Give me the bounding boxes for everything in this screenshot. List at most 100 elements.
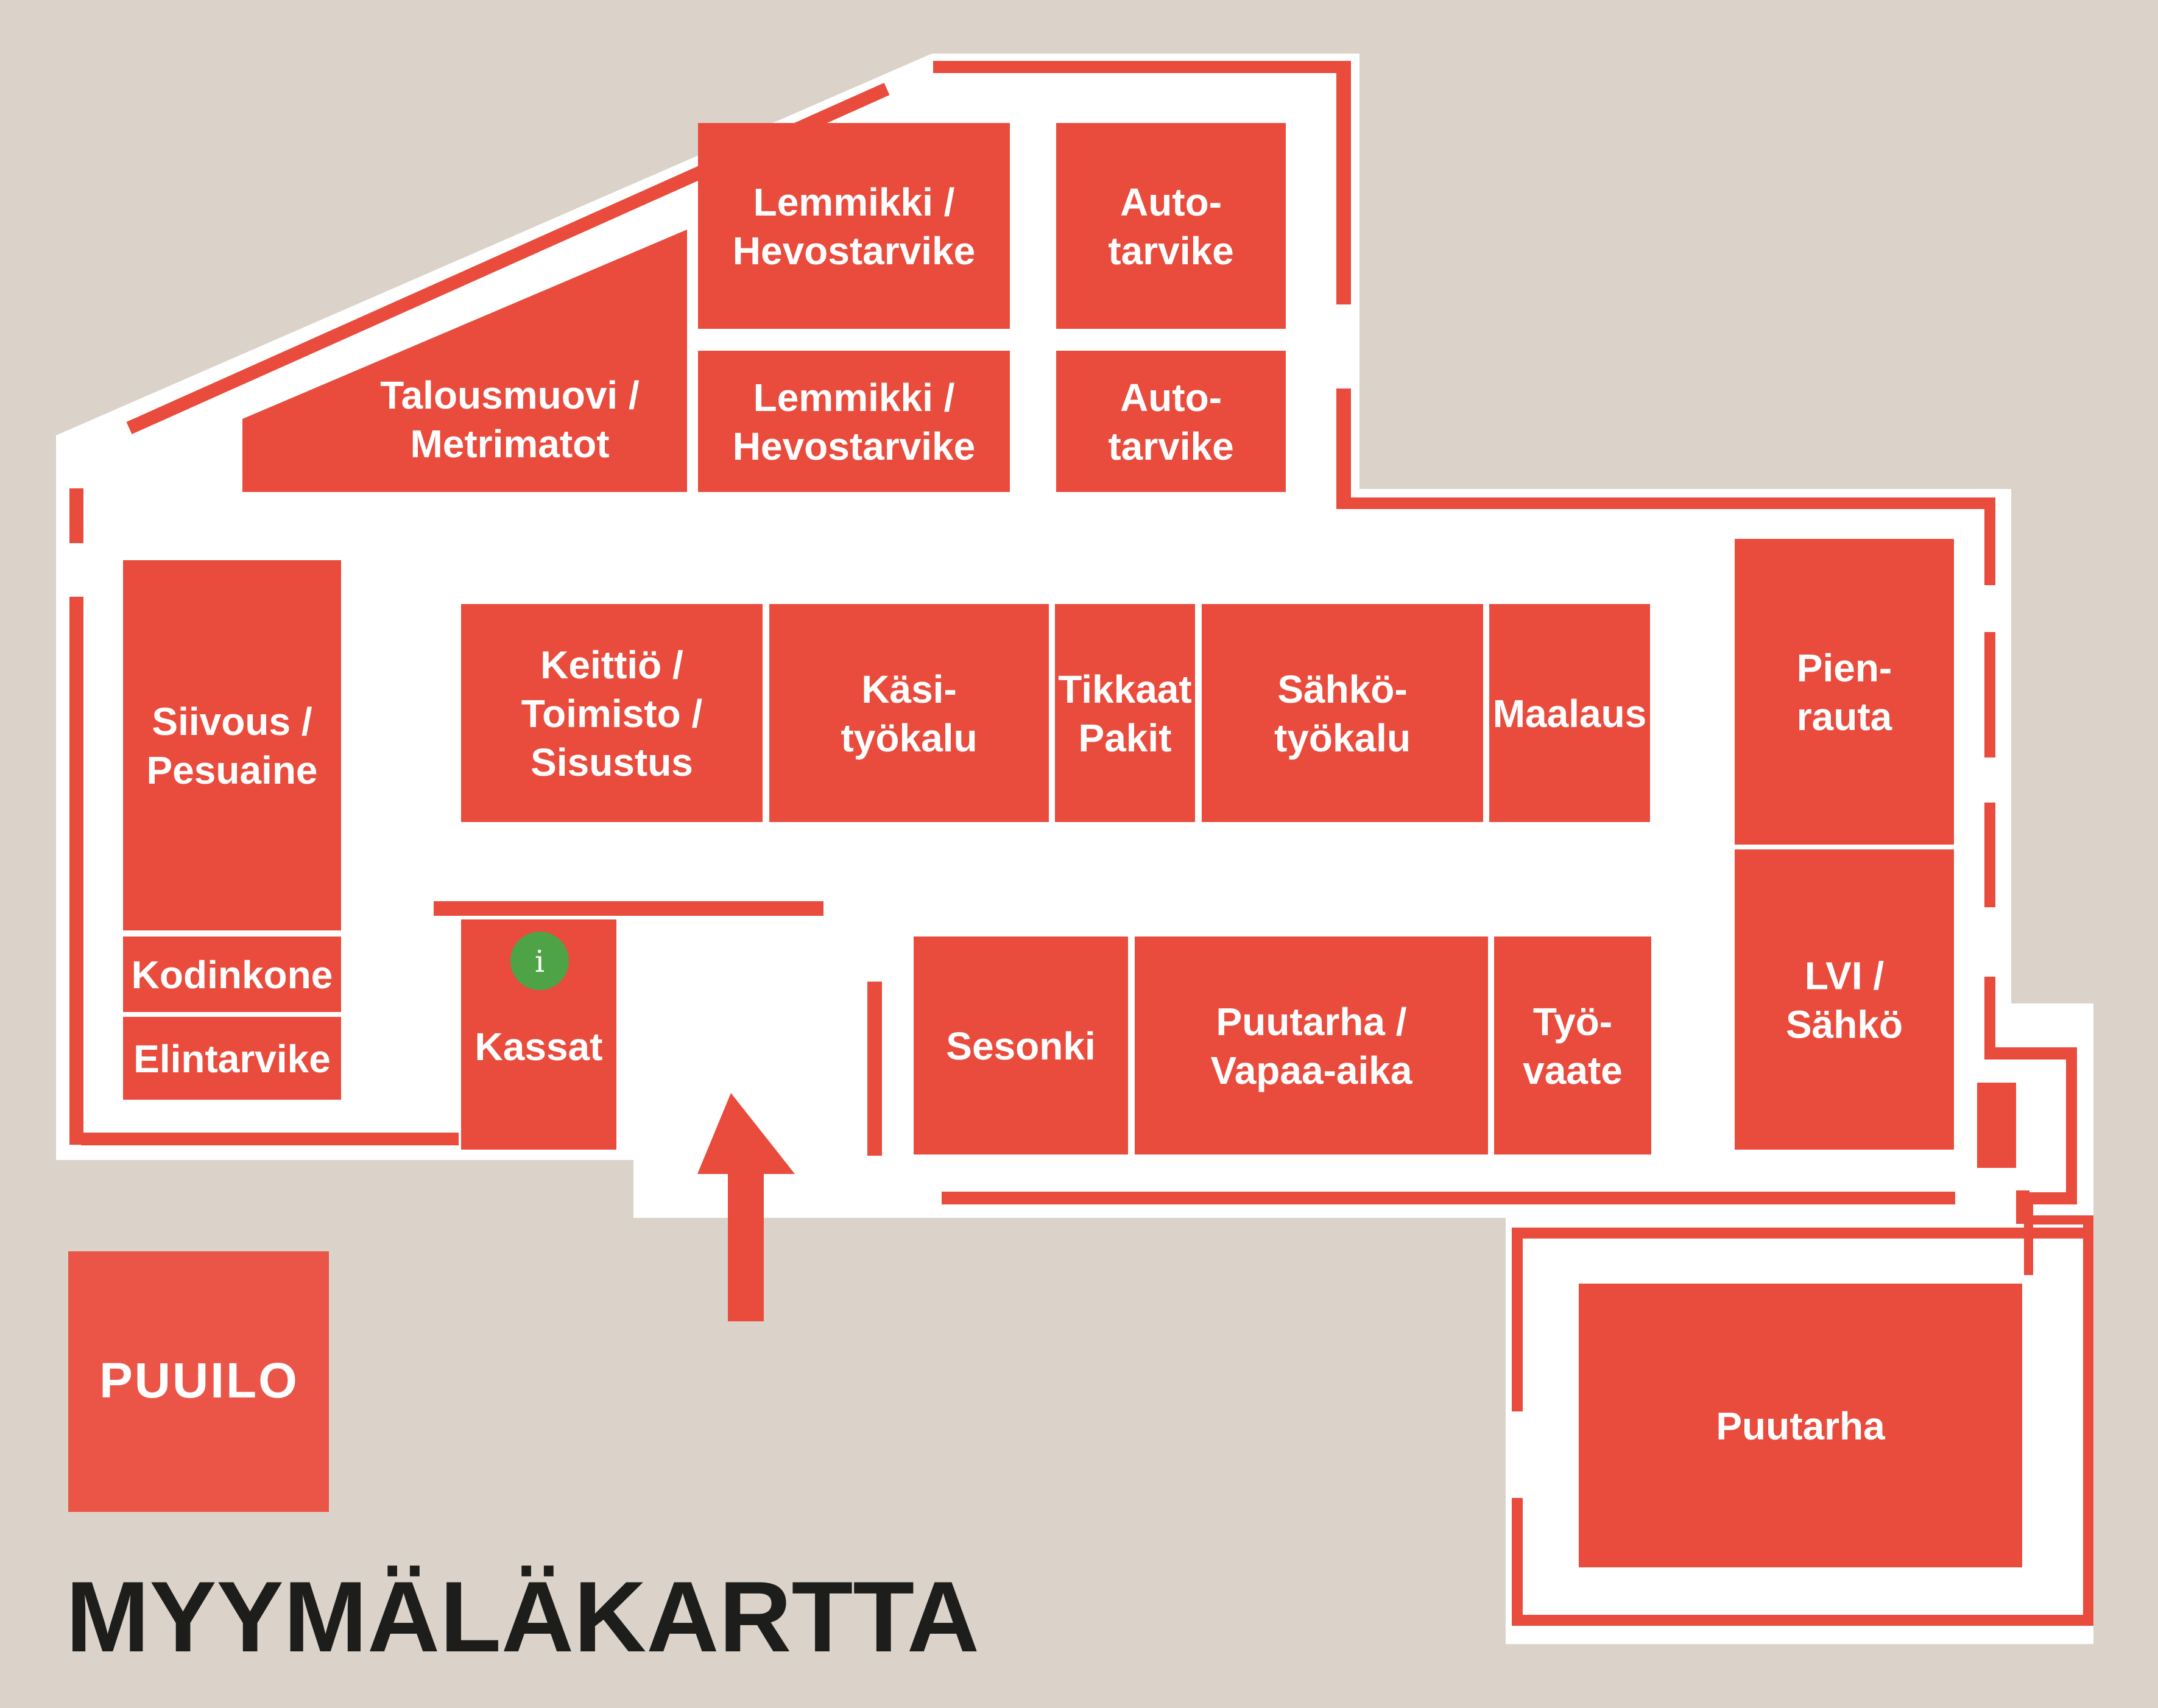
department-label: Sähkö-työkalu bbox=[1274, 667, 1411, 760]
department-label: Maalaus bbox=[1493, 692, 1647, 736]
department-label: Käsi-työkalu bbox=[841, 667, 977, 760]
department-label-line: Kodinkone bbox=[132, 953, 333, 997]
department-area bbox=[1735, 849, 1954, 1150]
department-area bbox=[1489, 604, 1650, 822]
wall-segment bbox=[1336, 497, 1995, 509]
department-label: Kassat bbox=[475, 1025, 603, 1069]
department-area bbox=[461, 604, 763, 822]
department-label: Puutarha / Vapaa-aika bbox=[1211, 1000, 1412, 1092]
department-auto-1[interactable]: Auto-tarvike bbox=[1056, 123, 1286, 329]
department-kasityokalu[interactable]: Käsi-työkalu bbox=[769, 604, 1049, 822]
puuilo-logo: PUUILO bbox=[68, 1251, 329, 1512]
department-keittio[interactable]: Keittiö /Toimisto /Sisustus bbox=[461, 604, 763, 822]
department-label-line: Puutarha bbox=[1716, 1404, 1885, 1448]
department-label-line: Pien- bbox=[1797, 646, 1892, 690]
wall-segment bbox=[1984, 803, 1995, 907]
wall-segment bbox=[69, 488, 83, 543]
department-lemmikki-2[interactable]: Lemmikki /Hevostarvike bbox=[698, 351, 1010, 492]
wall-segment bbox=[1984, 632, 1995, 757]
department-label: LVI / Sähkö bbox=[1786, 954, 1903, 1047]
department-label: Siivous /Pesuaine bbox=[146, 700, 317, 792]
wall-segment bbox=[1977, 1083, 2016, 1168]
wall-segment bbox=[1512, 1228, 2093, 1239]
department-label-line: työkalu bbox=[1274, 716, 1411, 760]
department-label-line: Tikkaat bbox=[1058, 667, 1191, 711]
wall-segment bbox=[933, 61, 1351, 73]
department-pienrauta[interactable]: Pien-rauta bbox=[1735, 539, 1954, 845]
wall-segment bbox=[867, 982, 882, 1156]
wall-segment bbox=[1984, 977, 1995, 1060]
department-tyovaate[interactable]: Työ-vaate bbox=[1494, 937, 1651, 1154]
department-label-line: Auto- bbox=[1120, 180, 1222, 224]
logo-text: PUUILO bbox=[99, 1353, 299, 1408]
wall-segment bbox=[81, 1133, 459, 1145]
department-area bbox=[698, 351, 1010, 492]
department-label: Pien-rauta bbox=[1797, 646, 1892, 739]
department-label-line: rauta bbox=[1797, 695, 1892, 739]
wall-segment bbox=[2024, 1215, 2093, 1225]
department-maalaus[interactable]: Maalaus bbox=[1489, 604, 1650, 822]
map-title: MYYMÄLÄKARTTA bbox=[66, 1561, 979, 1673]
wall-segment bbox=[1336, 388, 1351, 509]
department-label-line: Käsi- bbox=[861, 667, 957, 711]
department-puutarha[interactable]: Puutarha bbox=[1579, 1284, 2022, 1567]
department-sahkotyokalu[interactable]: Sähkö-työkalu bbox=[1202, 604, 1483, 822]
department-label-line: Lemmikki / bbox=[753, 180, 955, 224]
department-label: Puutarha bbox=[1716, 1404, 1885, 1448]
department-area bbox=[123, 560, 341, 930]
wall-segment bbox=[2016, 1190, 2029, 1224]
department-area bbox=[123, 1017, 341, 1100]
entrance-arrow-icon bbox=[697, 1093, 795, 1321]
department-label: Lemmikki / Hevostarvike bbox=[733, 180, 975, 273]
department-label-line: Lemmikki / bbox=[753, 376, 955, 420]
department-label-line: Talousmuovi / bbox=[380, 373, 640, 417]
department-label: Keittiö /Toimisto /Sisustus bbox=[521, 643, 703, 784]
department-label-line: Auto- bbox=[1120, 376, 1222, 420]
wall-segment bbox=[69, 597, 83, 1145]
info-point-icon[interactable]: i bbox=[510, 932, 569, 990]
department-label-line: työkalu bbox=[841, 716, 977, 760]
department-area bbox=[1494, 937, 1651, 1154]
department-label-line: LVI / bbox=[1805, 954, 1885, 998]
logo-square bbox=[68, 1251, 329, 1512]
department-auto-2[interactable]: Auto-tarvike bbox=[1056, 351, 1286, 492]
department-kodinkone[interactable]: Kodinkone bbox=[123, 937, 341, 1012]
department-label-line: Puutarha / bbox=[1216, 1000, 1407, 1044]
department-label-line: Hevostarvike bbox=[733, 229, 975, 273]
department-sesonki[interactable]: Sesonki bbox=[914, 937, 1128, 1154]
department-lemmikki-1[interactable]: Lemmikki / Hevostarvike bbox=[698, 123, 1010, 329]
department-area bbox=[242, 230, 687, 492]
wall-segment bbox=[1984, 1047, 2077, 1060]
wall-segment bbox=[942, 1192, 1955, 1204]
department-label-line: Pesuaine bbox=[146, 748, 317, 792]
department-area bbox=[1056, 123, 1286, 329]
department-area bbox=[698, 123, 1010, 329]
department-label: Lemmikki /Hevostarvike bbox=[733, 376, 975, 468]
department-label: Auto-tarvike bbox=[1108, 180, 1233, 273]
department-talousmuovi[interactable]: Talousmuovi /Metrimatot bbox=[242, 230, 687, 492]
info-circle bbox=[510, 932, 569, 990]
department-label-line: Sähkö bbox=[1786, 1003, 1903, 1047]
department-area bbox=[1735, 539, 1954, 845]
department-elintarvike[interactable]: Elintarvike bbox=[123, 1017, 341, 1100]
department-label-line: Sähkö- bbox=[1277, 667, 1407, 711]
wall-segment bbox=[434, 901, 823, 916]
department-label: Sesonki bbox=[946, 1024, 1095, 1068]
department-blocks: Lemmikki /HevostarvikeAuto-tarvikeTalous… bbox=[123, 123, 2022, 1567]
wall-segment bbox=[1336, 61, 1351, 304]
department-label-line: Vapaa-aika bbox=[1211, 1049, 1412, 1092]
department-label-line: Hevostarvike bbox=[733, 424, 975, 468]
wall-segment bbox=[1512, 1498, 1523, 1626]
wall-segment bbox=[2024, 1192, 2077, 1204]
department-label-line: tarvike bbox=[1108, 229, 1233, 273]
department-area bbox=[1202, 604, 1483, 822]
department-label: Auto-tarvike bbox=[1108, 376, 1233, 468]
department-siivous[interactable]: Siivous /Pesuaine bbox=[123, 560, 341, 930]
department-lvi[interactable]: LVI / Sähkö bbox=[1735, 849, 1954, 1150]
department-label-line: Pakit bbox=[1079, 716, 1172, 760]
department-label-line: Sesonki bbox=[946, 1024, 1095, 1068]
department-puutarha-vapaa[interactable]: Puutarha / Vapaa-aika bbox=[1135, 937, 1488, 1154]
